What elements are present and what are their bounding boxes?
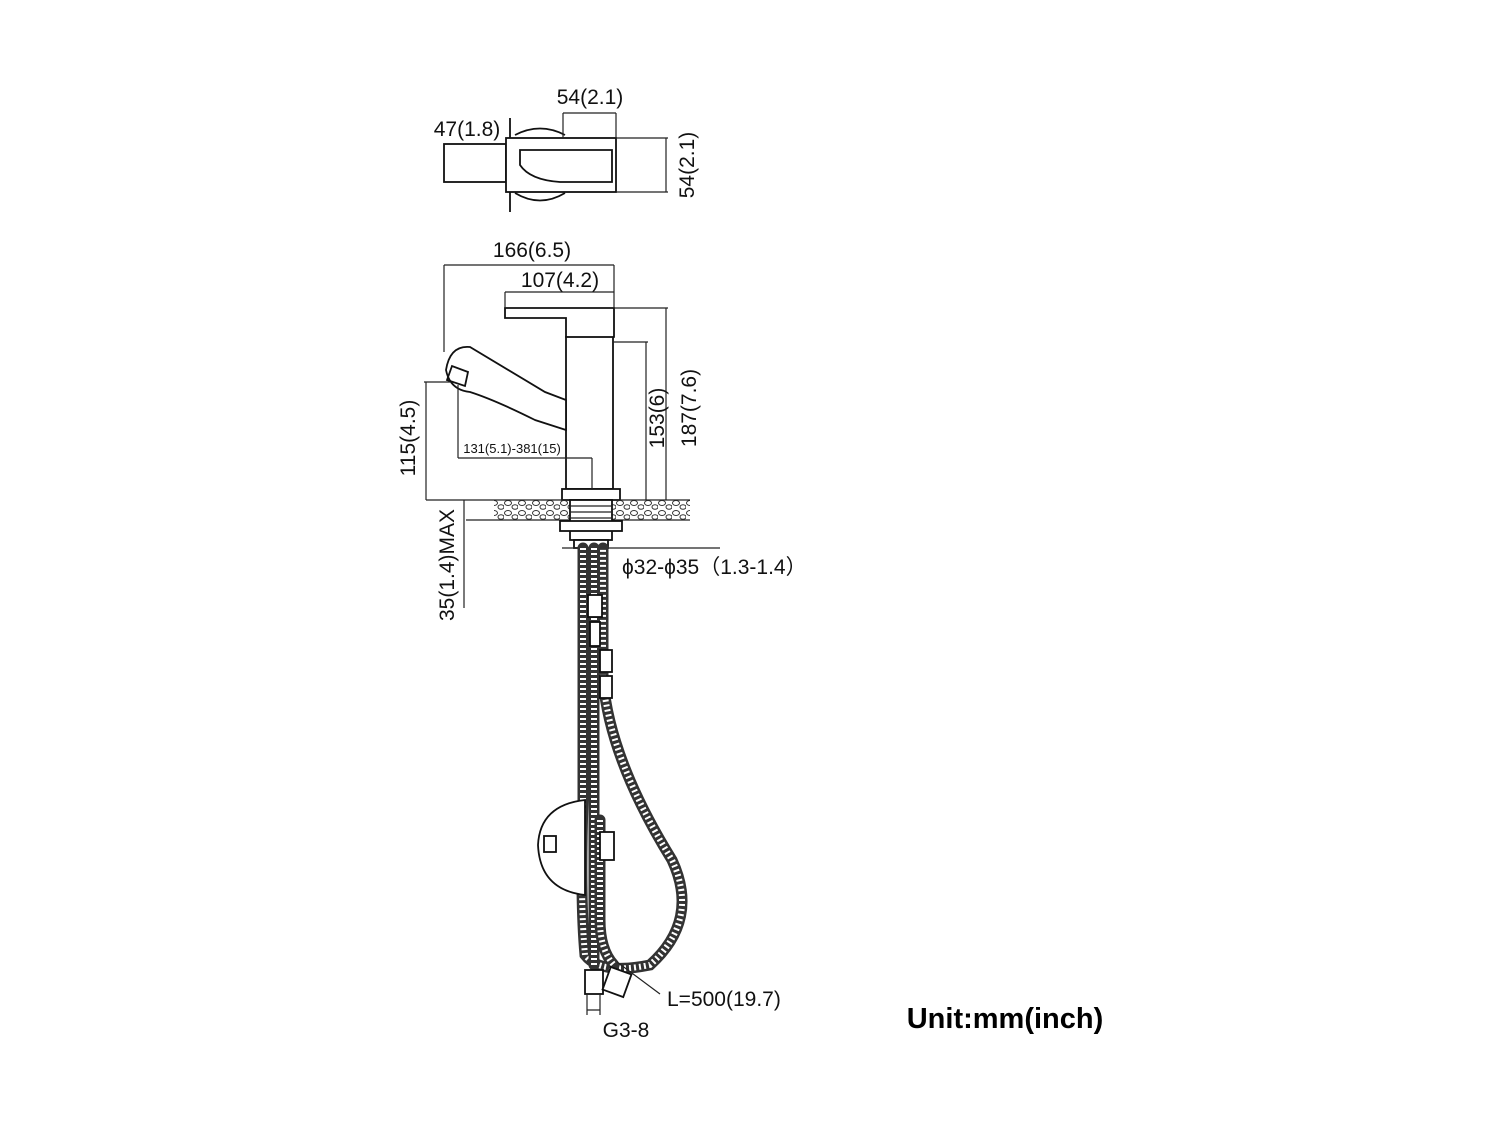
threaded-shank (569, 499, 613, 541)
hose-connector-4 (599, 675, 613, 699)
top-view-inner (519, 149, 613, 183)
hose-connector-1 (587, 594, 603, 618)
side-view (424, 264, 720, 1015)
dim-pull-out-range: 131(5.1)-381(15) (463, 441, 561, 456)
dim-handle-length: 107(4.2) (521, 269, 599, 292)
dim-top-depth: 54(2.1) (676, 132, 699, 199)
lever-handle (504, 307, 615, 341)
dim-thread: G3-8 (603, 1019, 650, 1042)
top-view-handle (443, 143, 507, 183)
dim-hose-length: L=500(19.7) (667, 988, 781, 1011)
dim-total-height: 187(7.6) (678, 369, 701, 447)
top-view-body (505, 137, 617, 193)
dim-hole-diameter: ϕ32-ϕ35（1.3-1.4） (622, 556, 807, 579)
unit-label: Unit:mm(inch) (907, 1003, 1104, 1035)
dim-spout-height: 153(6) (646, 388, 669, 449)
dim-top-handle: 47(1.8) (434, 118, 501, 141)
mount-nut (559, 520, 623, 532)
faucet-base (561, 488, 621, 501)
hose-weight-clip (543, 835, 557, 853)
hose-connector-2 (589, 621, 601, 647)
g38-fitting-1 (584, 969, 604, 995)
dim-top-width: 54(2.1) (557, 86, 624, 109)
spray-nozzle (445, 364, 470, 388)
hose-weight (537, 798, 586, 897)
g38-fitting-2 (601, 965, 633, 999)
top-view-curve (514, 127, 566, 202)
spray-head (445, 346, 567, 432)
hose-clip (599, 831, 615, 861)
dim-total-length: 166(6.5) (493, 239, 571, 262)
dim-spout-clearance: 115(4.5) (397, 400, 420, 477)
top-view (443, 112, 668, 212)
faucet-column (565, 336, 614, 490)
dim-deck-thickness: 35(1.4)MAX (436, 509, 459, 621)
hose-connector-3 (599, 649, 613, 673)
